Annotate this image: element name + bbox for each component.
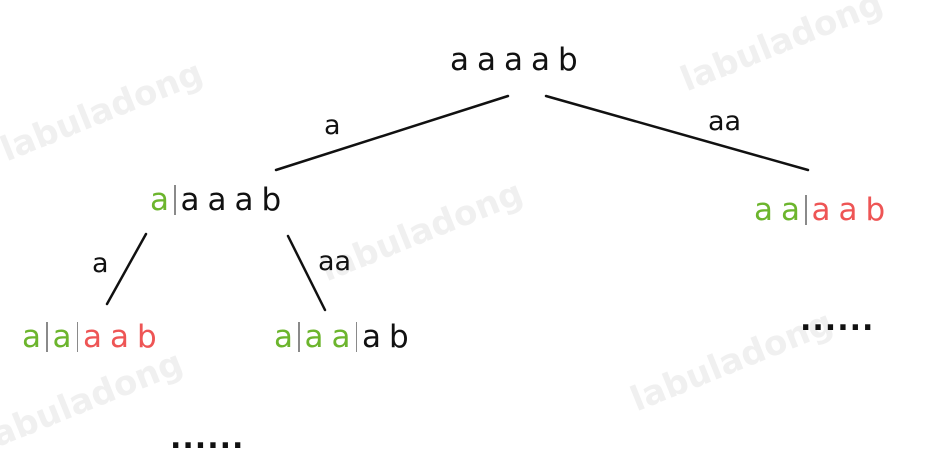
node-char: b	[558, 42, 578, 78]
node-char: a	[477, 42, 496, 78]
node-char: a	[52, 319, 72, 355]
node-char: a	[110, 319, 129, 355]
node-char: b	[865, 192, 886, 228]
partition-separator	[46, 322, 48, 352]
partition-separator	[76, 322, 78, 352]
node-char: a	[754, 192, 773, 228]
node-char: a	[274, 319, 293, 355]
partition-separator	[355, 322, 357, 352]
node-char: a	[304, 319, 324, 355]
node-char: a	[531, 42, 550, 78]
node-char: a	[83, 319, 102, 355]
node-char: a	[22, 319, 41, 355]
edge-left-right	[286, 234, 327, 312]
ellipsis-bottom: ......	[170, 421, 245, 456]
partition-separator	[805, 195, 807, 225]
partition-separator	[298, 322, 300, 352]
edge-label-left-right: aa	[318, 246, 352, 277]
edge-label-root-left: a	[324, 110, 341, 141]
node-char: b	[389, 319, 409, 355]
node-char: a	[504, 42, 523, 78]
partition-separator	[174, 185, 176, 215]
node-char: a	[180, 182, 200, 218]
node-char: b	[261, 182, 282, 218]
edge-label-root-right: aa	[708, 106, 742, 137]
ellipsis-right: ......	[800, 303, 875, 338]
node-char: a	[450, 42, 469, 78]
edge-left-left	[105, 232, 148, 306]
node-char: a	[234, 182, 254, 218]
edge-label-left-left: a	[92, 248, 109, 279]
node-char: a	[150, 182, 169, 218]
node-char: a	[207, 182, 227, 218]
node-char: a	[811, 192, 831, 228]
node-char: b	[137, 319, 157, 355]
edge-root-right	[544, 94, 810, 172]
edge-root-left	[274, 94, 510, 172]
node-char: a	[838, 192, 858, 228]
node-char: a	[331, 319, 351, 355]
node-char: a	[781, 192, 800, 228]
node-char: a	[362, 319, 381, 355]
